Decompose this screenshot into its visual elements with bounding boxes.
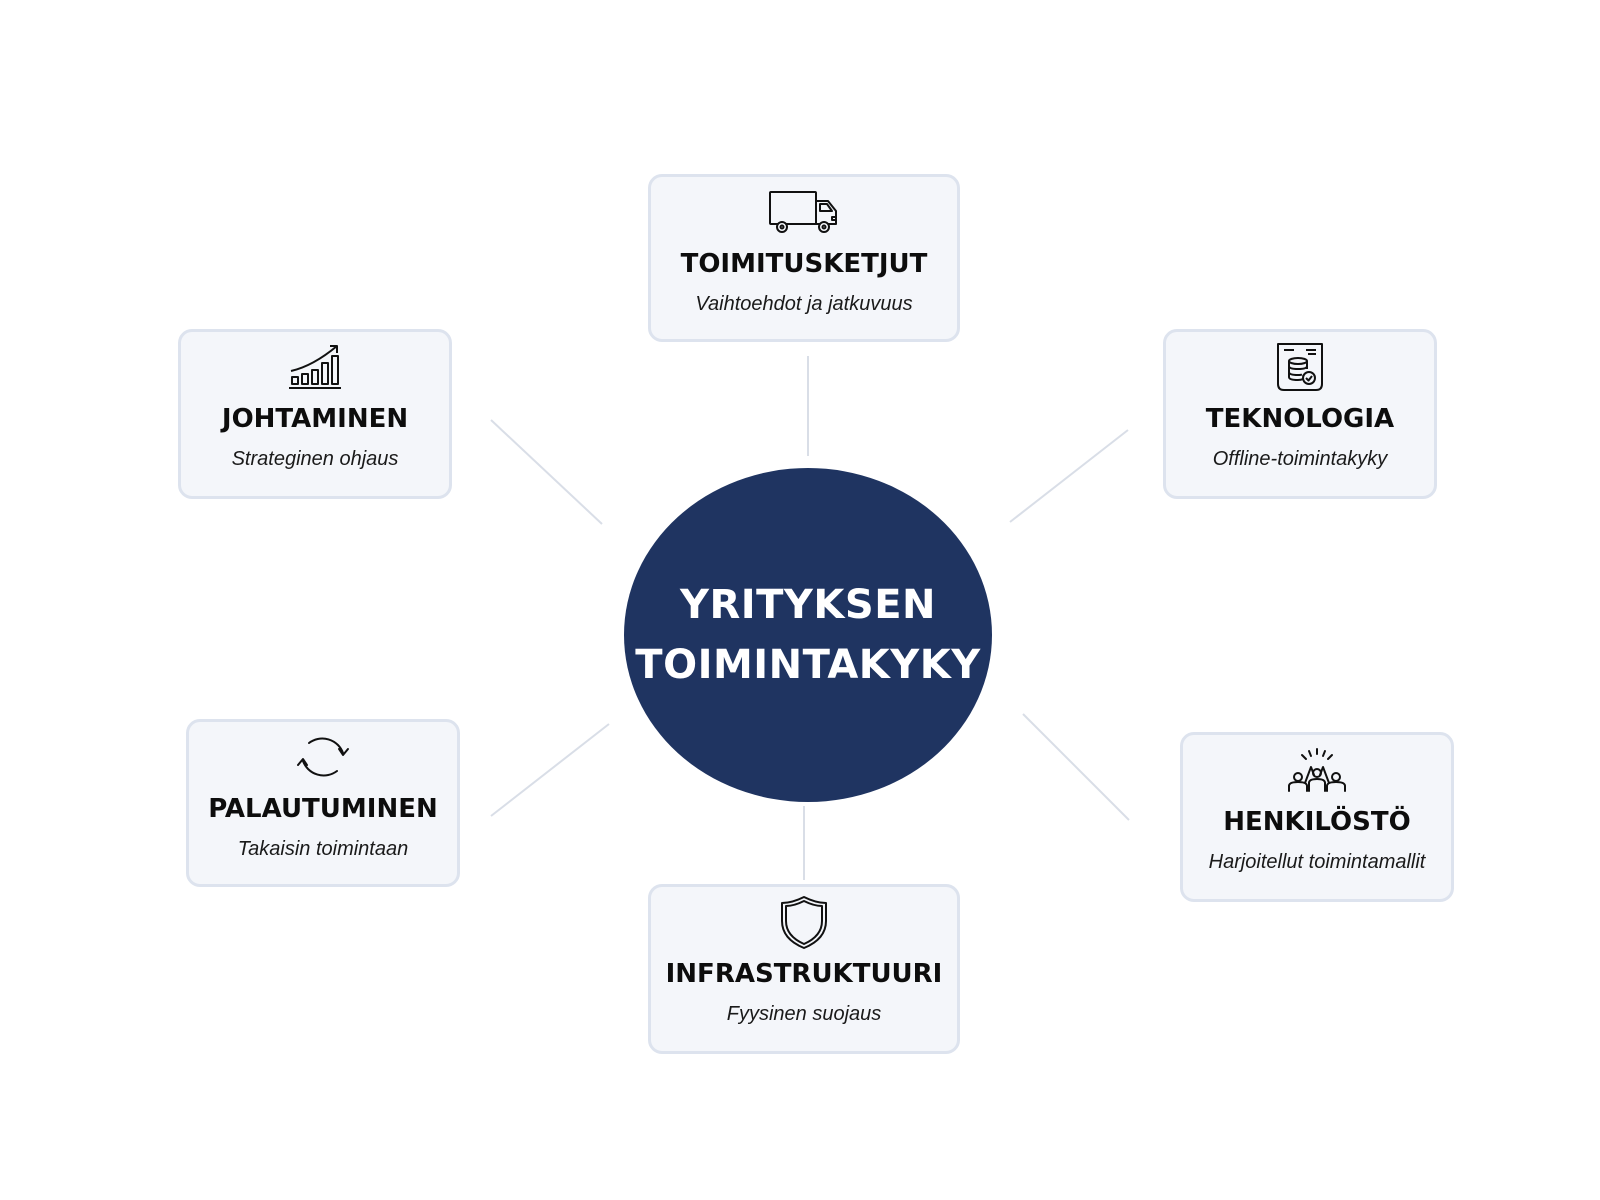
- card-subtitle: Harjoitellut toimintamallit: [1208, 851, 1426, 873]
- card-subtitle: Offline-toimintakyky: [1212, 448, 1388, 470]
- card-title: JOHTAMINEN: [221, 404, 409, 434]
- card-subtitle: Strateginen ohjaus: [231, 448, 399, 470]
- card-title: HENKILÖSTÖ: [1223, 807, 1411, 837]
- connector-teknologia: [1009, 429, 1129, 523]
- delivery-truck-icon: [768, 185, 840, 239]
- growth-chart-icon: [287, 340, 343, 394]
- team-celebration-icon: [1285, 743, 1349, 797]
- card-henkilosto: HENKILÖSTÖ Harjoitellut toimintamallit: [1180, 732, 1454, 902]
- connector-henkilosto: [1022, 713, 1130, 821]
- refresh-arrows-icon: [295, 730, 351, 784]
- shield-icon: [778, 895, 830, 949]
- card-subtitle: Takaisin toimintaan: [237, 838, 409, 860]
- card-title: TEKNOLOGIA: [1205, 404, 1395, 434]
- center-node: YRITYKSEN TOIMINTAKYKY: [624, 468, 992, 802]
- center-title-line1: YRITYKSEN: [679, 582, 936, 628]
- card-title: TOIMITUSKETJUT: [680, 249, 928, 279]
- card-subtitle: Fyysinen suojaus: [726, 1003, 882, 1025]
- card-infrastruktuuri: INFRASTRUKTUURI Fyysinen suojaus: [648, 884, 960, 1054]
- center-title-line2: TOIMINTAKYKY: [635, 642, 981, 688]
- card-johtaminen: JOHTAMINEN Strateginen ohjaus: [178, 329, 452, 499]
- database-document-icon: [1274, 340, 1326, 394]
- connector-johtaminen: [490, 419, 603, 525]
- card-title: INFRASTRUKTUURI: [665, 959, 943, 989]
- card-title: PALAUTUMINEN: [208, 794, 438, 824]
- card-teknologia: TEKNOLOGIA Offline-toimintakyky: [1163, 329, 1437, 499]
- connector-palautuminen: [490, 723, 610, 817]
- card-toimitusketjut: TOIMITUSKETJUT Vaihtoehdot ja jatkuvuus: [648, 174, 960, 342]
- card-palautuminen: PALAUTUMINEN Takaisin toimintaan: [186, 719, 460, 887]
- card-subtitle: Vaihtoehdot ja jatkuvuus: [695, 293, 913, 315]
